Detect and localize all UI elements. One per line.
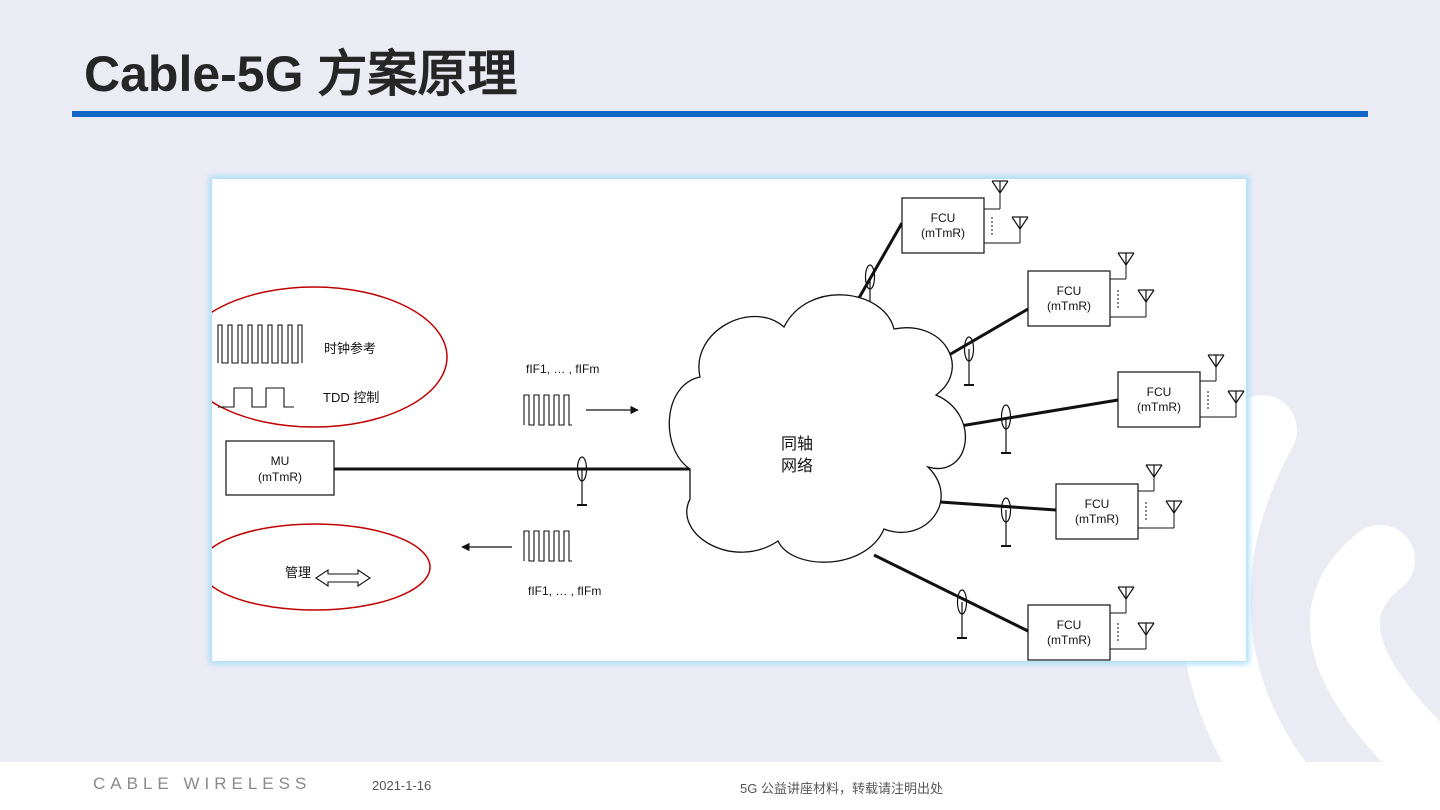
tdd-control-label: TDD 控制 <box>323 390 379 405</box>
fcu-sublabel: (mTmR) <box>1137 400 1181 414</box>
downlink-frequency-label: fIF1, … , fIFm <box>526 362 599 376</box>
cloud-label-line2: 网络 <box>781 456 813 475</box>
fcu-label: FCU <box>1057 618 1082 632</box>
trunk-tap <box>576 456 588 506</box>
page-title: Cable-5G 方案原理 <box>84 46 518 102</box>
antenna-icon <box>1011 216 1029 230</box>
management-ellipse <box>212 523 431 611</box>
management-label: 管理 <box>285 565 311 580</box>
antenna-icon <box>1137 622 1155 636</box>
fcu-unit-4: FCU (mTmR) <box>1055 464 1183 540</box>
fcu-label: FCU <box>1085 497 1110 511</box>
uplink-frequency-label: fIF1, … , fIFm <box>528 584 601 598</box>
downlink-waveform <box>523 394 572 426</box>
fcu-sublabel: (mTmR) <box>921 226 965 240</box>
fcu-unit-5: FCU (mTmR) <box>1027 586 1155 661</box>
antenna-icon <box>1165 500 1183 514</box>
footer-brand: CABLE WIRELESS <box>93 774 312 793</box>
fcu-unit-3: FCU (mTmR) <box>1117 354 1245 428</box>
network-diagram: 时钟参考 TDD 控制 MU (mTmR) fIF1, … , fIFm fIF… <box>212 180 1245 661</box>
mu-label: MU <box>271 454 290 468</box>
fcu-label: FCU <box>1147 385 1172 399</box>
diagram-panel: 时钟参考 TDD 控制 MU (mTmR) fIF1, … , fIFm fIF… <box>212 179 1246 661</box>
antenna-icon <box>1227 390 1245 404</box>
antenna-icon <box>1145 464 1163 478</box>
footer-note: 5G 公益讲座材料，转载请注明出处 <box>740 781 943 796</box>
bidirectional-arrow <box>315 568 371 588</box>
spoke-tap-3 <box>1000 404 1012 454</box>
title-underline <box>72 111 1368 117</box>
clock-tdd-ellipse <box>212 286 448 428</box>
fcu-unit-1: FCU (mTmR) <box>901 180 1029 254</box>
antenna-icon <box>1117 586 1135 600</box>
fcu-sublabel: (mTmR) <box>1075 512 1119 526</box>
spoke-cable-5 <box>873 553 1029 633</box>
antenna-icon <box>1137 289 1155 303</box>
clock-reference-label: 时钟参考 <box>324 341 376 356</box>
footer-bar: CABLE WIRELESS 2021-1-16 5G 公益讲座材料，转载请注明… <box>0 762 1440 810</box>
fcu-label: FCU <box>1057 284 1082 298</box>
antenna-icon <box>1207 354 1225 368</box>
antenna-icon <box>991 180 1009 194</box>
coax-network-cloud <box>668 294 967 563</box>
spoke-cable-4 <box>939 500 1057 512</box>
footer-date: 2021-1-16 <box>372 778 432 793</box>
uplink-waveform <box>523 530 572 562</box>
fcu-label: FCU <box>931 211 956 225</box>
tdd-waveform <box>218 387 294 408</box>
clock-waveform <box>217 324 303 364</box>
fcu-unit-2: FCU (mTmR) <box>1027 252 1155 327</box>
mu-sublabel: (mTmR) <box>258 470 302 484</box>
mu-box <box>225 440 335 496</box>
cloud-label-line1: 同轴 <box>781 435 813 453</box>
fcu-sublabel: (mTmR) <box>1047 299 1091 313</box>
fcu-sublabel: (mTmR) <box>1047 633 1091 647</box>
antenna-icon <box>1117 252 1135 266</box>
